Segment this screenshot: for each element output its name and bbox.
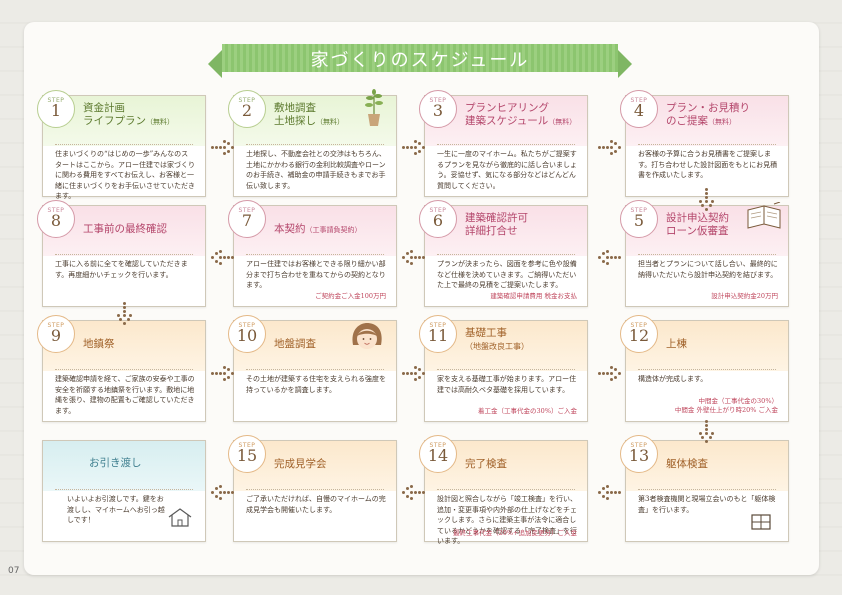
step-body: アロー住建ではお客様とできる限り細かい部分まで打ち合わせを重ねてからの契約となり… [246,260,386,289]
step-body: 構造体が完成します。 [638,375,708,383]
step-title: 地盤調査 [274,338,316,350]
step-body: 担当者とプランについて話し合い、最終的に納得いただいたら設計申込契約を結びます。 [638,260,778,279]
payment-note: 建築確認申請費用 税金お支払 [490,292,577,300]
step-title: 工事前の最終確認 [83,223,167,235]
step-body: ご了承いただければ、自慢のマイホームの完成見学会も開催いたします。 [246,495,386,514]
payment-note: 中間金（工事代金の30%）中間金 外壁仕上がり時20% ご入金 [674,397,778,414]
payment-note: 着工金（工事代金の30%）ご入金 [478,407,577,415]
step-body: プランが決まったら、図面を参考に色や設備など仕様を決めていきます。ご納得いただい… [437,260,577,289]
step-title: 完成見学会 [274,458,327,470]
page-number: 07 [8,566,20,576]
step-title: 完了検査 [465,458,507,470]
page-title: 家づくりのスケジュール [310,50,530,71]
step-body: 土地探し、不動産会社との交渉はもちろん、土地にかかわる銀行の金利比較調査やローン… [246,150,386,190]
step-title: プランヒアリング建築スケジュール（無料） [465,102,577,127]
step-body: 家を支える基礎工事が始まります。アロー住建では高耐久ベタ基礎を採用しています。 [437,375,577,394]
woman-face-icon [350,323,384,359]
step-body: 一生に一度のマイホーム。私たちがご提案するプランを見ながら徹底的に話し合いましょ… [437,150,577,190]
step-body: 住まいづくりの“はじめの一歩”みんなのスタートはここから。アロー住建では家づくり… [55,150,195,200]
plant-icon [362,88,386,132]
step-title: 上棟 [666,338,687,350]
final-body: いよいよお引渡しです。鍵をお渡しし、マイホームへお引っ越しです！ [67,495,165,524]
step-body: 設計図と照合しながら「竣工検査」を行い、追加・変更事項や内外部の仕上げなどをチェ… [437,495,577,545]
step-body: お客様の予算に合うお見積書をご提案します。打ち合わせした設計図面をもとにお見積書… [638,150,778,179]
final-title: お引き渡し [89,457,142,469]
final-card: お引き渡し いよいよお引渡しです。鍵をお渡しし、マイホームへお引っ越しです！ [42,440,206,542]
step-title: 敷地調査土地探し（無料） [274,102,344,127]
payment-note: ご契約金ご入金100万円 [315,292,386,300]
step-title: 建築確認許可詳細打合せ [465,212,528,237]
step-title: 基礎工事（地盤改良工事） [465,327,529,351]
step-title: 地鎮祭 [83,338,115,350]
step-body: 建築確認申請を経て、ご家族の安泰や工事の安全を祈願する地鎮祭を行います。敷地に地… [55,375,195,415]
step-body: その土地が建築する住宅を支えられる強度を持っているかを調査します。 [246,375,386,394]
payment-note: 設計申込契約金20万円 [711,292,778,300]
step-title: 躯体検査 [666,458,708,470]
notebook-icon [746,201,782,236]
house-icon [167,507,193,531]
step-body: 工事に入る前に全てを確認していただきます。再度細かいチェックを行います。 [55,260,188,279]
window-icon [750,513,772,535]
step-body: 第3者検査機関と現場立会いのもと「躯体検査」を行います。 [638,495,776,514]
step-title: 本契約（工事請負契約） [274,223,362,235]
step-title: 資金計画ライフプラン（無料） [83,102,174,127]
payment-note: 最終工事代金（20%+追加変更分）ご入金 [453,529,577,537]
step-title: 設計申込契約ローン仮審査 [666,212,729,237]
title-ribbon: 家づくりのスケジュール [208,44,632,78]
step-title: プラン・お見積りのご提案（無料） [666,102,750,127]
